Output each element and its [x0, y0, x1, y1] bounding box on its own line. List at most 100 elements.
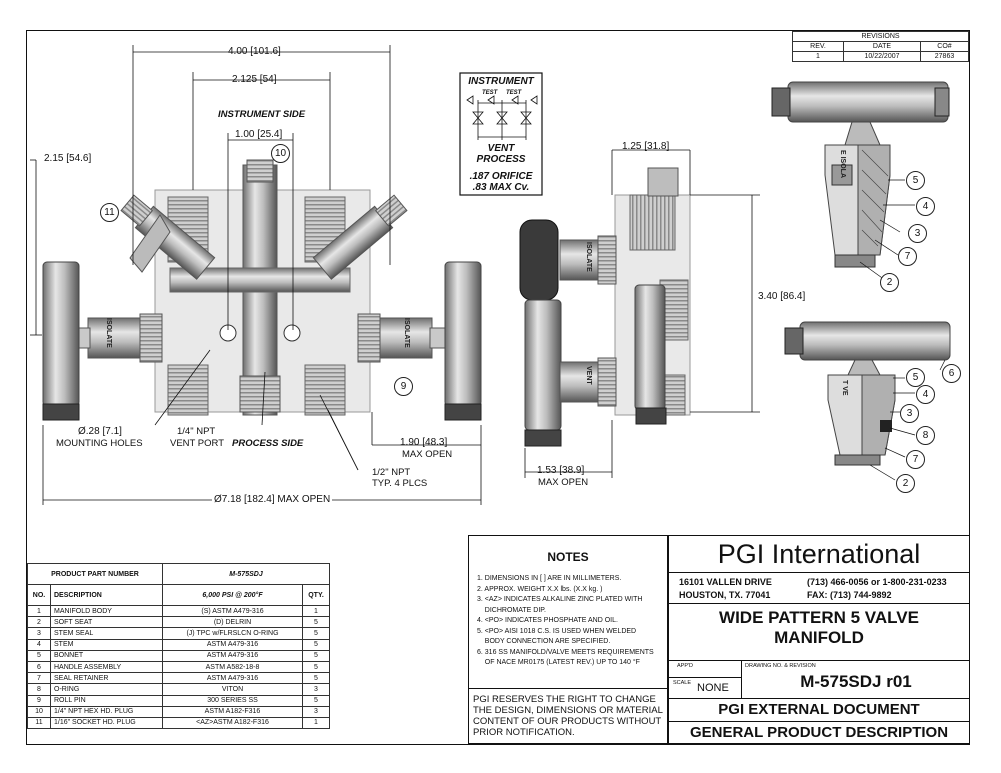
schematic-orifice: .187 ORIFICE: [469, 171, 533, 182]
product-part-number-label: PRODUCT PART NUMBER: [27, 563, 163, 585]
max-open-label: MAX OPEN: [402, 449, 453, 460]
balloon-bottom-8: 8: [916, 426, 935, 445]
cell: 2: [27, 616, 51, 629]
notes-title: NOTES: [547, 550, 589, 564]
schematic-instrument: INSTRUMENT: [468, 76, 534, 87]
schematic-vent: VENT: [487, 143, 515, 154]
valve-section-top: [771, 81, 950, 281]
notes-list: 1. DIMENSIONS IN [ ] ARE IN MILLIMETERS.…: [477, 574, 665, 669]
balloon-10: 10: [271, 144, 290, 163]
isolate-text-side: ISOLATE: [585, 242, 592, 272]
dim-overall-width: 4.00 [101.6]: [228, 46, 281, 57]
balloon-11: 11: [100, 203, 119, 222]
cell: 300 SERIES SS: [162, 694, 303, 707]
balloon-top-3: 3: [908, 224, 927, 243]
cell: 1: [302, 716, 330, 730]
valve-schematic: [459, 72, 543, 196]
cell: ASTM A479-316: [162, 672, 303, 685]
cell: 5: [302, 616, 330, 629]
cell: (D) DELRIN: [162, 616, 303, 629]
cell: STEM SEAL: [50, 627, 163, 640]
cell: ASTM A479-316: [162, 638, 303, 651]
balloon-bottom-5: 5: [906, 368, 925, 387]
drawing-title-2: MANIFOLD: [774, 628, 864, 647]
side-view: [519, 149, 760, 478]
cell: <AZ>ASTM A182-F316: [162, 716, 303, 730]
valve-section-bottom: [784, 321, 951, 481]
vent-port-label: VENT PORT: [170, 438, 225, 449]
cell: HANDLE ASSEMBLY: [50, 660, 163, 674]
balloon-top-2: 2: [880, 273, 899, 292]
cell: 6: [27, 660, 51, 674]
balloon-bottom-6: 6: [942, 364, 961, 383]
cell: 8: [27, 683, 51, 696]
note-item: DICHROMATE DIP.: [477, 606, 546, 614]
company-name: PGI International: [717, 539, 921, 569]
cell: 5: [302, 694, 330, 707]
instrument-side-label: INSTRUMENT SIDE: [218, 109, 306, 120]
dim-side-depth: 1.25 [31.8]: [622, 141, 670, 152]
drawing-number-label: DRAWING NO. & REVISION: [745, 663, 816, 669]
balloon-bottom-4: 4: [916, 385, 935, 404]
note-item: 6. 316 SS MANIFOLD/VALVE MEETS REQUIREME…: [477, 648, 654, 656]
cell: ASTM A479-316: [162, 649, 303, 662]
cell: VITON: [162, 683, 303, 696]
dim-overall-open: Ø7.18 [182.4] MAX OPEN: [212, 494, 333, 505]
cell: (J) TPC w/FLRSLCN O-RING: [162, 627, 303, 640]
cell: ASTM A182-F316: [162, 705, 303, 718]
cell: 5: [302, 660, 330, 674]
cell: SEAL RETAINER: [50, 672, 163, 685]
cell: 3: [302, 705, 330, 718]
notes-panel: NOTES 1. DIMENSIONS IN [ ] ARE IN MILLIM…: [468, 535, 668, 744]
note-item: BODY CONNECTION ARE SPECIFIED.: [477, 638, 611, 645]
col-no: NO.: [27, 584, 51, 606]
note-item: OF NACE MR0175 (LATEST REV.) UP TO 140 °…: [477, 659, 640, 666]
co-cell: 27863: [920, 51, 969, 62]
mounting-holes-label: MOUNTING HOLES: [56, 438, 143, 449]
cell: BONNET: [50, 649, 163, 662]
max-open-label-side: MAX OPEN: [538, 477, 589, 488]
balloon-bottom-7: 7: [906, 450, 925, 469]
front-view: [30, 45, 482, 505]
note-item: 2. APPROX. WEIGHT X.X lbs. (X.X kg. ): [477, 585, 603, 593]
cell: ASTM A582-18-8: [162, 660, 303, 674]
disclaimer: PGI RESERVES THE RIGHT TO CHANGE THE DES…: [473, 694, 663, 738]
balloon-9: 9: [394, 377, 413, 396]
dim-hole-spacing: 1.00 [25.4]: [235, 129, 283, 140]
cell: 5: [302, 672, 330, 685]
cell: 5: [27, 649, 51, 662]
cell: 5: [302, 638, 330, 651]
cell: 5: [302, 649, 330, 662]
drawing-frame: [26, 30, 970, 745]
balloon-bottom-3: 3: [900, 404, 919, 423]
cell: 9: [27, 694, 51, 707]
dim-side-open: 1.53 [38.9]: [537, 465, 585, 476]
cell: 4: [27, 638, 51, 651]
cell: 1: [302, 604, 330, 618]
schematic-test-2: TEST: [506, 90, 522, 96]
col-material: 6,000 PSI @ 200°F: [162, 584, 303, 606]
parts-list-table: PRODUCT PART NUMBER M-575SDJ NO. DESCRIP…: [27, 563, 330, 730]
process-npt-label: 1/2" NPT: [372, 467, 411, 478]
isolate-text-left: ISOLATE: [105, 318, 112, 348]
drawing-number: M-575SDJ r01: [800, 672, 912, 691]
dim-max-open-right: 1.90 [48.3]: [400, 437, 448, 448]
col-description: DESCRIPTION: [50, 584, 163, 606]
cell: 11: [27, 716, 51, 730]
cell: 10: [27, 705, 51, 718]
appd-label: APP'D: [677, 663, 694, 669]
product-part-number: M-575SDJ: [162, 563, 330, 585]
cell: SOFT SEAT: [50, 616, 163, 629]
cell: 1/4" NPT HEX HD. PLUG: [50, 705, 163, 718]
revisions-table: REVISIONS REV. DATE CO# 1 10/22/2007 278…: [792, 31, 969, 62]
cell: (S) ASTM A479-316: [162, 604, 303, 618]
cell: 3: [27, 627, 51, 640]
